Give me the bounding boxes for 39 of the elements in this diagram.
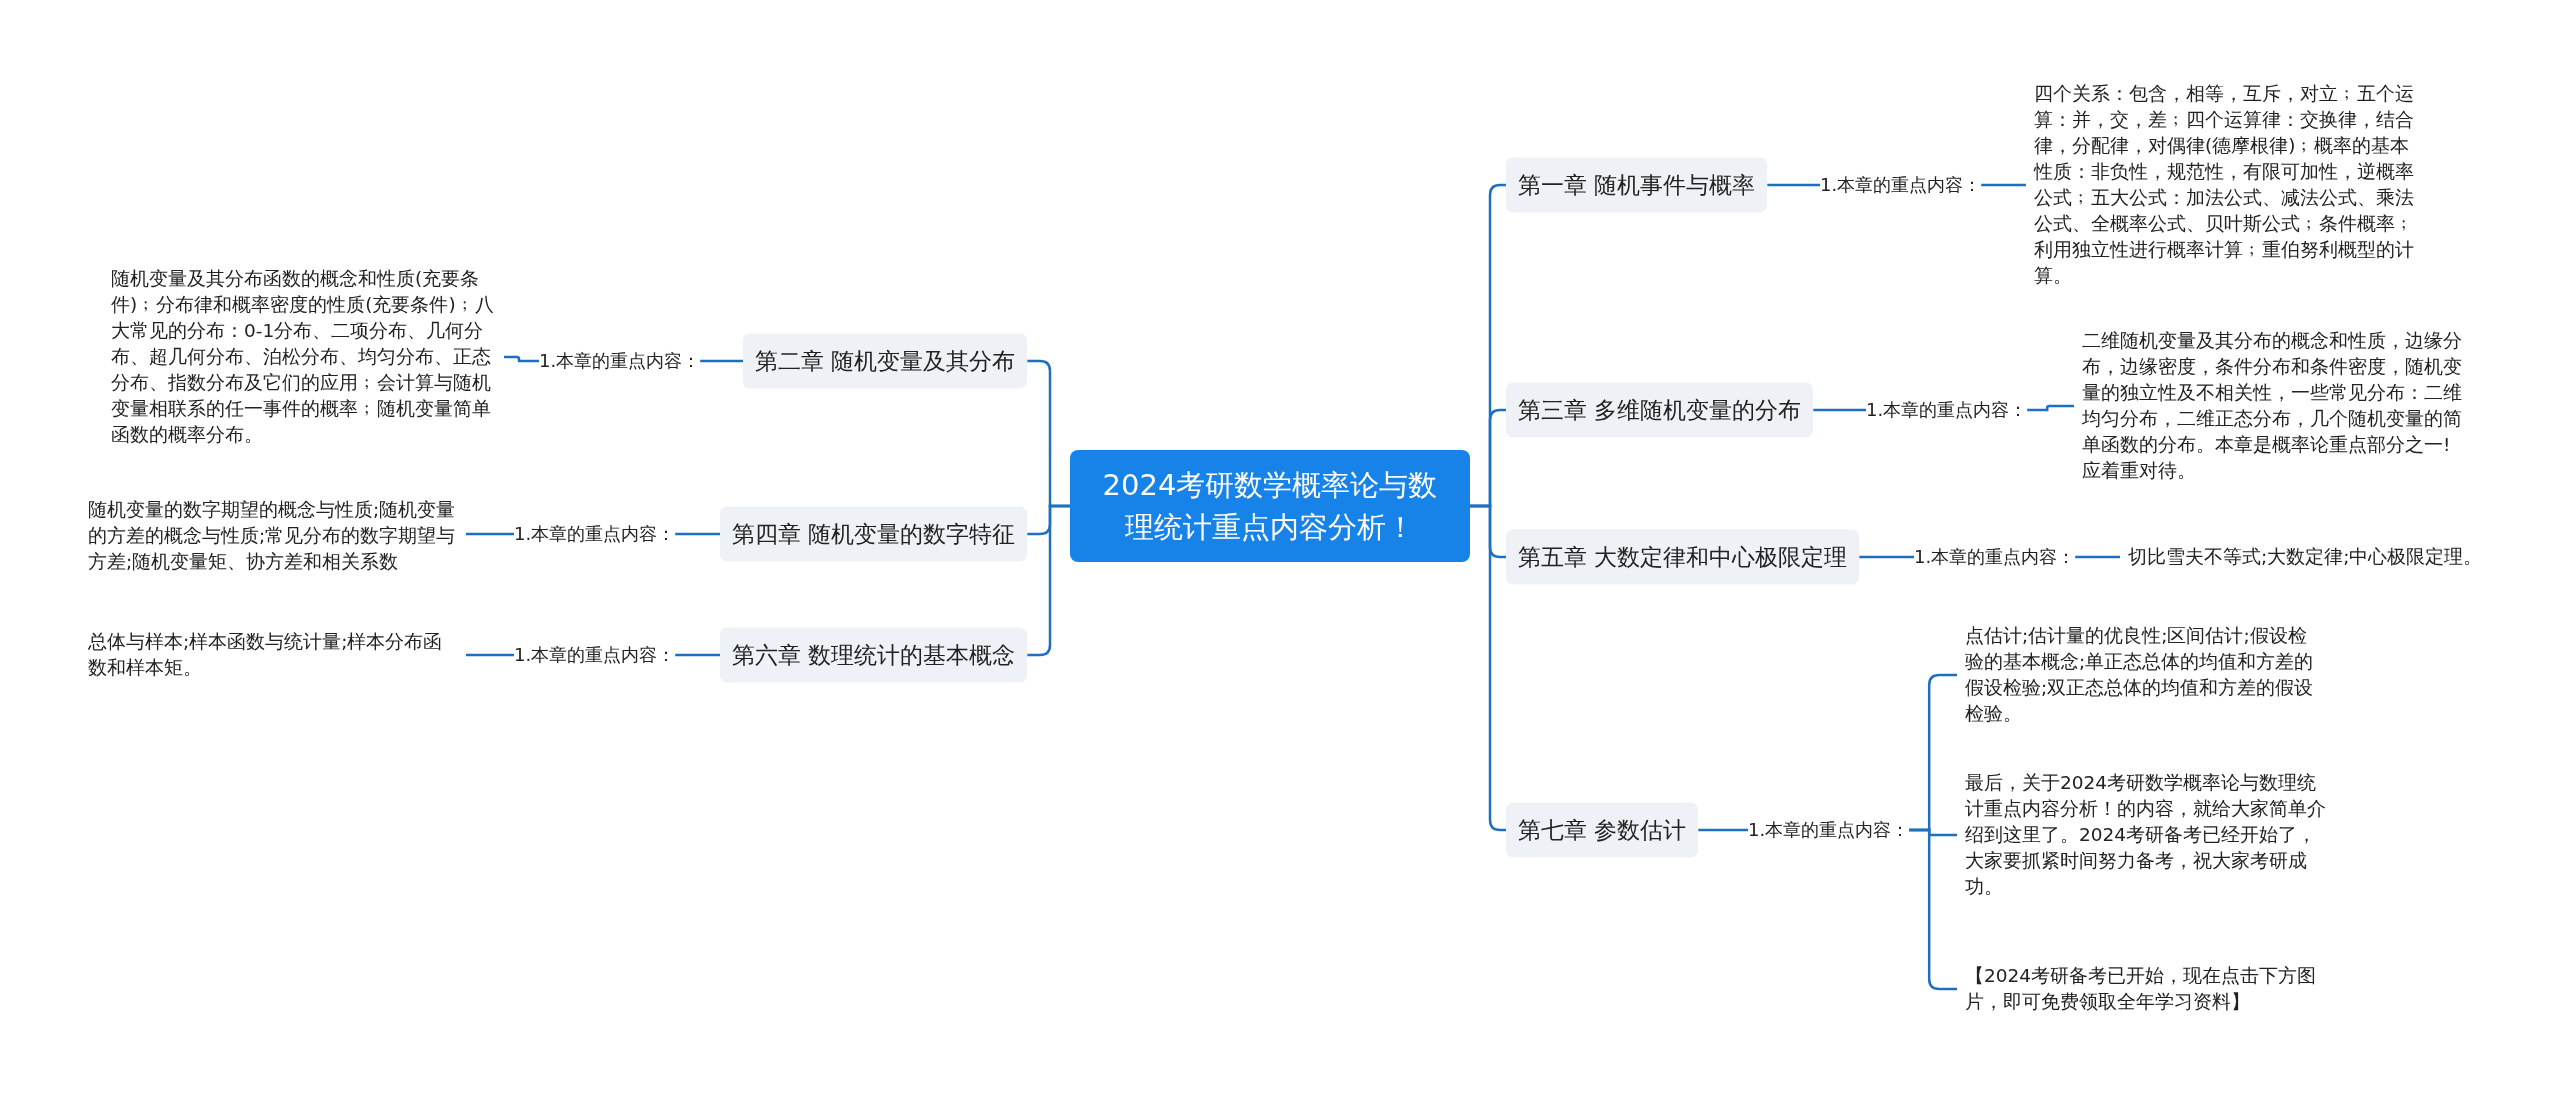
connector-line	[504, 355, 539, 363]
chapter-topic-box: 第二章 随机变量及其分布	[743, 333, 1028, 389]
chapter-topic-box: 第三章 多维随机变量的分布	[1506, 382, 1814, 438]
key-content-label: 1.本章的重点内容：	[539, 347, 701, 375]
connector-line	[466, 532, 514, 536]
connector-line	[1470, 504, 1506, 832]
central-topic-box: 2024考研数学概率论与数理统计重点内容分析！	[1070, 450, 1470, 562]
note-text: 四个关系：包含，相等，互斥，对立﹔五个运算：并，交，差﹔四个运算律：交换律，结合律，分配律，对偶律(德摩根律)﹔概率的基本性质：非负性，规范性，有限可加性，逆概率公式﹔五大公式：加法公式、减法公式、乘法公式、全概率公式、贝叶斯公式﹔条件概率﹔利用独立性进行概率计算﹔重伯努利概型的计算。	[2034, 81, 2419, 289]
note-text: 【2024考研备考已开始，现在点击下方图片，即可免费领取全年学习资料】	[1965, 963, 2325, 1015]
connector-line	[1813, 408, 1866, 412]
chapter-topic-box: 第五章 大数定律和中心极限定理	[1506, 529, 1860, 585]
connector-line	[700, 359, 743, 363]
note-text: 二维随机变量及其分布的概念和性质，边缘分布，边缘密度，条件分布和条件密度，随机变量的独立性及不相关性，一些常见分布：二维均匀分布，二维正态分布，几个随机变量的简单函数的分布。本章是概率论重点部分之一!应着重对待。	[2082, 328, 2467, 484]
connector-line	[1027, 504, 1070, 657]
connector-line	[1767, 183, 1820, 187]
key-content-label: 1.本章的重点内容：	[1748, 816, 1910, 844]
connector-line	[675, 532, 720, 536]
note-text: 点估计;估计量的优良性;区间估计;假设检验的基本概念;单正态总体的均值和方差的假设检验;双正态总体的均值和方差的假设检验。	[1965, 623, 2325, 727]
note-text: 总体与样本;样本函数与统计量;样本分布函数和样本矩。	[88, 629, 458, 681]
connector-line	[1698, 828, 1748, 832]
chapter-topic-box: 第一章 随机事件与概率	[1506, 157, 1768, 213]
key-content-label: 1.本章的重点内容：	[1914, 543, 2076, 571]
key-content-label: 1.本章的重点内容：	[514, 641, 676, 669]
connector-line	[2027, 404, 2074, 412]
connector-line	[675, 653, 720, 657]
note-text: 最后，关于2024考研数学概率论与数理统计重点内容分析！的内容，就给大家简单介绍到这里了。2024考研备考已经开始了，大家要抓紧时间努力备考，祝大家考研成功。	[1965, 770, 2335, 900]
key-content-label: 1.本章的重点内容：	[514, 520, 676, 548]
connector-line	[1859, 555, 1914, 559]
chapter-topic-box: 第四章 随机变量的数字特征	[720, 506, 1028, 562]
key-content-label: 1.本章的重点内容：	[1866, 396, 2028, 424]
connector-line	[2075, 555, 2120, 559]
chapter-topic-box: 第六章 数理统计的基本概念	[720, 627, 1028, 683]
chapter-topic-box: 第七章 参数估计	[1506, 802, 1699, 858]
note-text: 随机变量的数字期望的概念与性质;随机变量的方差的概念与性质;常见分布的数字期望与方差;随机变量矩、协方差和相关系数	[88, 497, 458, 575]
connector-line	[466, 653, 514, 657]
connector-line	[1981, 183, 2026, 187]
note-text: 切比雪夫不等式;大数定律;中心极限定理。	[2128, 544, 2548, 570]
key-content-label: 1.本章的重点内容：	[1820, 171, 1982, 199]
note-text: 随机变量及其分布函数的概念和性质(充要条件)﹔分布律和概率密度的性质(充要条件)﹔八大常见的分布：0-1分布、二项分布、几何分布、超几何分布、泊松分布、均匀分布、正态分布、指数分布及它们的应用﹔会计算与随机变量相联系的任一事件的概率﹔随机变量简单函数的概率分布。	[111, 266, 496, 448]
